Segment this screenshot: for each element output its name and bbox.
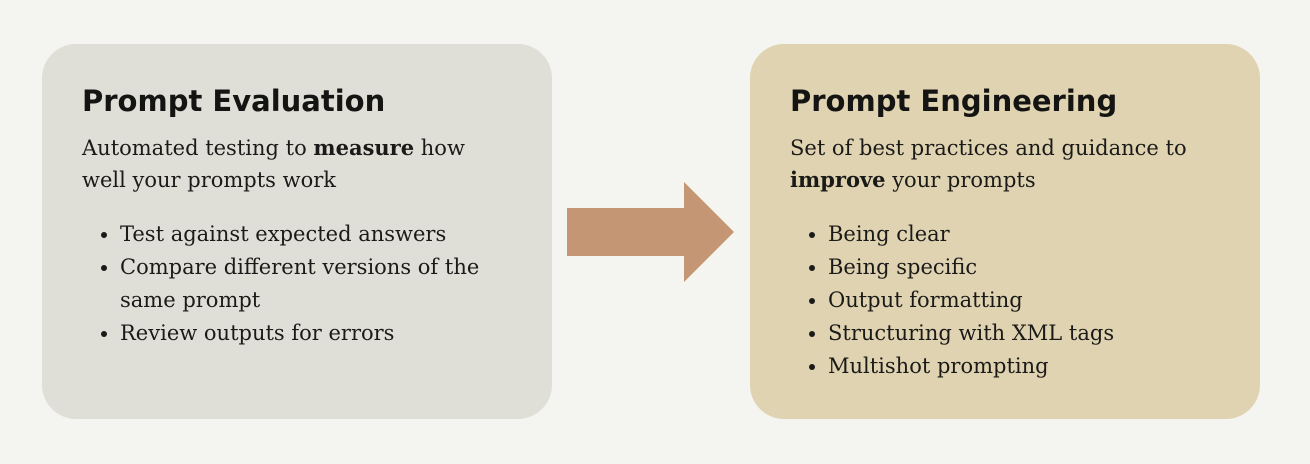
desc-text: Automated testing to <box>82 136 314 160</box>
desc-bold: measure <box>313 135 415 160</box>
card-description: Automated testing to measure how well yo… <box>82 132 512 196</box>
list-item: Being clear <box>828 218 1220 251</box>
desc-text: your prompts <box>885 168 1036 192</box>
card-title: Prompt Evaluation <box>82 84 386 118</box>
desc-text: Set of best practices and guidance to <box>790 136 1187 160</box>
prompt-engineering-card: Prompt Engineering Set of best practices… <box>750 44 1260 419</box>
list-item: Compare different versions of the same p… <box>120 251 512 317</box>
list-item: Structuring with XML tags <box>828 317 1220 350</box>
prompt-evaluation-card: Prompt Evaluation Automated testing to m… <box>42 44 552 419</box>
desc-bold: improve <box>790 167 886 192</box>
bullet-list: Being clear Being specific Output format… <box>790 218 1220 383</box>
arrow-right-icon <box>567 182 734 282</box>
list-item: Being specific <box>828 251 1220 284</box>
list-item: Multishot prompting <box>828 350 1220 383</box>
list-item: Review outputs for errors <box>120 317 512 350</box>
list-item: Test against expected answers <box>120 218 512 251</box>
desc-text: how well your prompts work <box>82 136 465 192</box>
list-item: Output formatting <box>828 284 1220 317</box>
bullet-list: Test against expected answers Compare di… <box>82 218 512 350</box>
card-title: Prompt Engineering <box>790 84 1118 118</box>
card-description: Set of best practices and guidance to im… <box>790 132 1220 196</box>
